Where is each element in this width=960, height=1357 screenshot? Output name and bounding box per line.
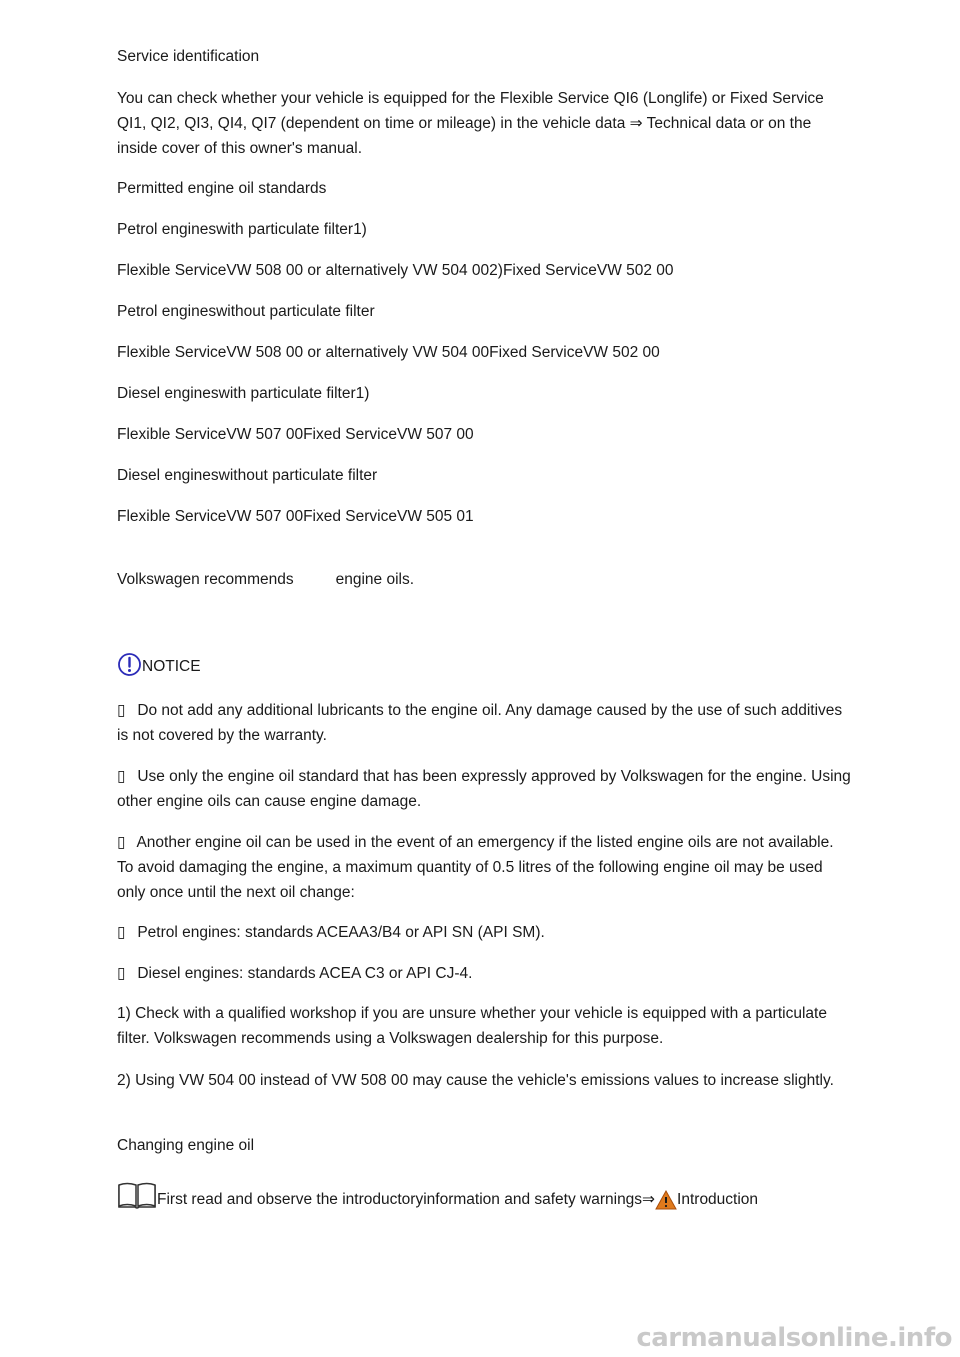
service-identification-heading: Service identification [117,48,260,65]
bullet-marker: ▯ [117,964,126,982]
notice-item: ▯ Petrol engines: standards ACEAA3/B4 or… [117,922,545,943]
bullet-marker: ▯ [117,833,126,851]
introduction-link[interactable]: Introduction [677,1191,759,1208]
changing-engine-oil-heading: Changing engine oil [117,1137,255,1154]
standard-heading-petrol-with-filter: Petrol engineswith particulate filter1) [117,221,367,238]
exclamation-circle-icon [117,652,142,686]
standard-value-petrol-with-filter: Flexible ServiceVW 508 00 or alternative… [117,262,674,279]
watermark: carmanualsonline.info [636,1323,952,1353]
footnote-1: 1) Check with a qualified workshop if yo… [117,1005,827,1047]
notice-item-text: Use only the engine oil standard that ha… [117,768,851,810]
notice-item-text: Diesel engines: standards ACEA C3 or API… [137,965,473,982]
notice-item-text: Do not add any additional lubricants to … [117,702,843,744]
notice-item-text: Another engine oil can be used in the ev… [117,834,834,901]
notice-item: ▯ Do not add any additional lubricants t… [117,698,852,748]
read-note: First read and observe the introductoryi… [117,1180,758,1221]
recommend-before-text: Volkswagen recommends [117,571,294,588]
standard-value-diesel-with-filter: Flexible ServiceVW 507 00Fixed ServiceVW… [117,426,474,443]
read-note-text: First read and observe the introductoryi… [157,1191,656,1208]
notice-header: NOTICE [117,652,201,686]
standard-heading-diesel-with-filter: Diesel engineswith particulate filter1) [117,385,370,402]
standard-heading-petrol-without-filter: Petrol engineswithout particulate filter [117,303,375,320]
footnote-2: 2) Using VW 504 00 instead of VW 508 00 … [117,1072,834,1089]
recommendation-line: Volkswagen recommends engine oils. [117,570,414,590]
notice-item: ▯ Use only the engine oil standard that … [117,764,852,814]
recommend-after-text: engine oils. [335,571,415,588]
notice-label: NOTICE [142,658,201,675]
notice-item-text: Petrol engines: standards ACEAA3/B4 or A… [137,924,545,941]
standard-value-petrol-without-filter: Flexible ServiceVW 508 00 or alternative… [117,344,660,361]
bullet-marker: ▯ [117,701,126,719]
standard-value-diesel-without-filter: Flexible ServiceVW 507 00Fixed ServiceVW… [117,508,474,525]
notice-item: ▯ Another engine oil can be used in the … [117,830,852,905]
notice-item: ▯ Diesel engines: standards ACEA C3 or A… [117,963,472,984]
standard-heading-diesel-without-filter: Diesel engineswithout particulate filter [117,467,378,484]
intro-paragraph: You can check whether your vehicle is eq… [117,90,824,157]
standards-heading: Permitted engine oil standards [117,180,327,197]
open-book-icon [117,1180,157,1221]
warning-triangle-icon [655,1189,677,1221]
bullet-marker: ▯ [117,767,126,785]
bullet-marker: ▯ [117,923,126,941]
